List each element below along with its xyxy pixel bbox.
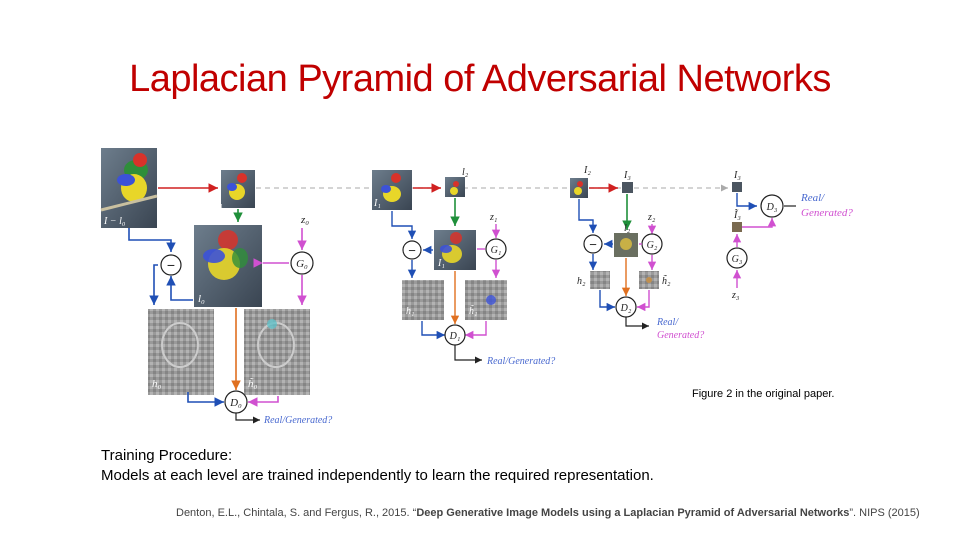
bird-image-l0 bbox=[194, 225, 262, 307]
bird-image-i1-level1 bbox=[372, 170, 412, 210]
bird-image-l1 bbox=[434, 230, 476, 270]
lapgan-diagram: I − l₀ I₁ l₀ − z₀ G₀ h₀ h̃₀ bbox=[100, 148, 853, 426]
image-h1 bbox=[402, 280, 444, 320]
slide-title: Laplacian Pyramid of Adversarial Network… bbox=[129, 58, 831, 100]
label-h2-tilde: h̃₂ bbox=[662, 274, 671, 287]
label-g0: G₀ bbox=[296, 258, 308, 270]
generator-node-g3 bbox=[726, 247, 748, 269]
label-h0-tilde: h̃₀ bbox=[248, 377, 258, 390]
fake-arrow-h1t-d1 bbox=[465, 321, 487, 340]
label-real-generated-0: Real/Generated? bbox=[263, 415, 332, 426]
figure-caption: Figure 2 in the original paper. bbox=[692, 388, 835, 400]
label-real-generated-2a: Real/ bbox=[656, 317, 679, 328]
real-arrow-h1-d1 bbox=[421, 321, 445, 340]
label-i1-level1: I₁ bbox=[373, 198, 381, 209]
label-h2: h₂ bbox=[577, 276, 586, 287]
label-l2: l₂ bbox=[624, 223, 631, 234]
bird-image-i3-level3 bbox=[732, 182, 742, 192]
label-d0: D₀ bbox=[229, 397, 242, 409]
generator-node-g0 bbox=[290, 251, 314, 275]
label-h1-tilde: h̃₁ bbox=[469, 304, 477, 317]
d2-output-arrow bbox=[625, 317, 649, 330]
bird-image-i3-level2 bbox=[622, 182, 633, 193]
training-procedure-heading: Training Procedure: bbox=[101, 447, 233, 464]
bird-image-i bbox=[100, 148, 158, 228]
citation: Denton, E.L., Chintala, S. and Fergus, R… bbox=[176, 507, 920, 519]
label-d1: D₁ bbox=[449, 331, 461, 342]
blue-path-l0-to-minus bbox=[166, 276, 193, 301]
label-h0: h₀ bbox=[152, 378, 162, 390]
label-z3: z₃ bbox=[731, 290, 740, 301]
image-h0 bbox=[148, 309, 214, 395]
bird-image-i2-level2 bbox=[570, 178, 588, 198]
minus-sign-0: − bbox=[167, 257, 175, 273]
label-l1: I₁ bbox=[437, 258, 445, 269]
label-i-minus-l0: I − l₀ bbox=[103, 216, 126, 227]
blue-path-minus-to-h0 bbox=[149, 264, 159, 305]
d1-output-arrow bbox=[454, 345, 482, 364]
real-arrow-i3-d3 bbox=[736, 193, 757, 211]
citation-venue: ”. NIPS (2015) bbox=[849, 507, 920, 519]
label-g3: G₃ bbox=[732, 254, 743, 265]
minus-sign-2: − bbox=[589, 237, 597, 252]
blue-path-i-to-minus bbox=[128, 228, 176, 252]
label-l0: l₀ bbox=[198, 293, 205, 305]
minus-sign-1: − bbox=[408, 243, 416, 258]
label-i1-level0: I₁ bbox=[215, 198, 223, 209]
generator-node-g1 bbox=[485, 238, 507, 260]
bird-image-i1-level0 bbox=[221, 170, 255, 208]
blue-path-i2-to-minus bbox=[578, 199, 598, 233]
label-real-generated-1: Real/Generated? bbox=[486, 356, 555, 367]
label-d3: D₃ bbox=[766, 202, 778, 213]
label-z0: z₀ bbox=[300, 214, 309, 226]
real-arrow-h2-d2 bbox=[599, 290, 615, 312]
real-arrow-h0-d0 bbox=[187, 392, 224, 407]
fake-arrow-h2t-d2 bbox=[637, 290, 650, 312]
citation-authors: Denton, E.L., Chintala, S. and Fergus, R… bbox=[176, 507, 417, 519]
label-z2: z₂ bbox=[647, 212, 656, 223]
label-i3-level3: I₃ bbox=[733, 170, 741, 181]
image-i3-tilde bbox=[732, 222, 742, 232]
blue-path-i1-to-minus bbox=[391, 211, 417, 239]
d0-output-arrow bbox=[235, 413, 260, 424]
subtract-node-0 bbox=[160, 254, 182, 276]
body-text-block: Training Procedure: Models at each level… bbox=[101, 446, 654, 486]
label-i3-level2: I₃ bbox=[623, 170, 631, 181]
bird-image-i2-level1 bbox=[445, 177, 465, 197]
label-i2-level1: l₂ bbox=[462, 167, 469, 178]
discriminator-node-d3 bbox=[760, 194, 784, 218]
image-h0-tilde bbox=[244, 309, 310, 395]
image-h2 bbox=[590, 271, 610, 289]
label-h1: h₁ bbox=[406, 306, 414, 317]
label-real-generated-3a: Real/ bbox=[800, 192, 825, 204]
label-g1: G₁ bbox=[491, 245, 502, 256]
image-h1-tilde bbox=[465, 280, 507, 320]
label-i2-level2: I₂ bbox=[583, 165, 591, 176]
subtract-node-2 bbox=[583, 234, 603, 254]
fake-arrow-h0t-d0 bbox=[248, 396, 279, 407]
label-z1: z₁ bbox=[489, 212, 497, 223]
citation-title: Deep Generative Image Models using a Lap… bbox=[416, 507, 850, 519]
subtract-node-1 bbox=[402, 240, 422, 260]
label-real-generated-2b: Generated? bbox=[657, 330, 704, 341]
fake-arrow-i3t-d3 bbox=[742, 218, 777, 228]
label-i3-tilde: Ĩ₃ bbox=[733, 209, 741, 221]
label-real-generated-3b: Generated? bbox=[801, 207, 853, 219]
training-procedure-text: Models at each level are trained indepen… bbox=[101, 467, 654, 484]
label-d2: D₂ bbox=[620, 303, 632, 314]
label-g2: G₂ bbox=[647, 240, 658, 251]
